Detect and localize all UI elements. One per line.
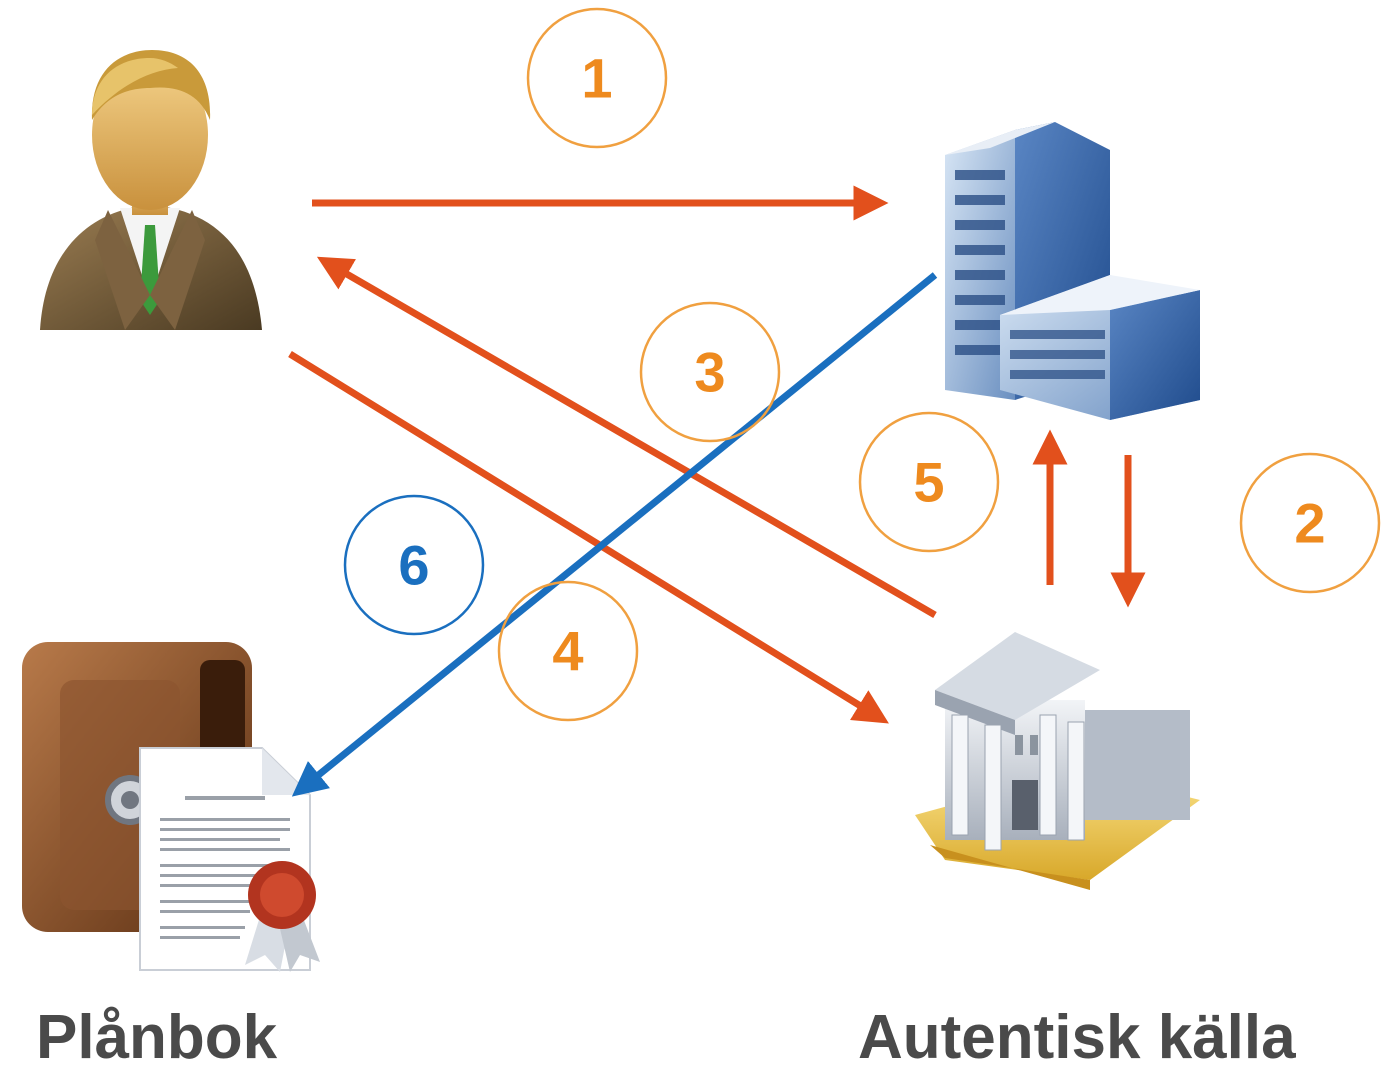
government-building-icon	[915, 632, 1200, 890]
person-icon	[40, 50, 262, 330]
step-3-number: 3	[694, 341, 725, 404]
step-5: 5	[858, 411, 1000, 553]
step-4: 4	[497, 580, 639, 722]
wallet-label: Plånbok	[36, 1003, 278, 1072]
step-3: 3	[639, 301, 781, 443]
step-6: 6	[343, 494, 485, 636]
step-2: 2	[1239, 452, 1381, 594]
step-1: 1	[526, 7, 668, 149]
arrow-3	[316, 256, 937, 619]
step-5-number: 5	[913, 451, 944, 514]
step-4-number: 4	[552, 620, 583, 683]
arrow-4	[288, 351, 889, 724]
arrow-6	[291, 272, 938, 797]
certificate-document-icon	[139, 747, 320, 972]
step-1-number: 1	[581, 47, 612, 110]
step-2-number: 2	[1294, 492, 1325, 555]
step-6-number: 6	[398, 534, 429, 597]
authentic-source-label: Autentisk källa	[858, 1003, 1296, 1072]
office-building-icon	[945, 122, 1200, 420]
